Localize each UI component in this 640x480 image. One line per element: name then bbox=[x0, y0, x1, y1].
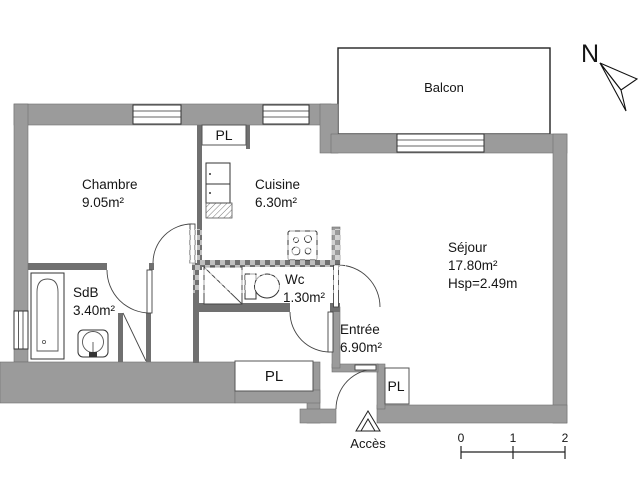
access-arrow-icon bbox=[355, 410, 381, 432]
shaft-sdb bbox=[122, 312, 147, 362]
wall-chambre-sdb-left bbox=[28, 263, 107, 270]
room-area-sdb: 3.40m² bbox=[73, 303, 116, 318]
room-labels: Chambre 9.05m² Cuisine 6.30m² SdB 3.40m²… bbox=[73, 80, 517, 394]
room-name-sejour: Séjour bbox=[448, 240, 488, 255]
wall-chambre-cuisine bbox=[197, 125, 202, 263]
scale-tick-1: 1 bbox=[510, 431, 517, 445]
windows bbox=[13, 104, 485, 350]
door-sdb bbox=[106, 269, 153, 314]
room-name-balcon: Balcon bbox=[424, 80, 464, 95]
door-front bbox=[335, 364, 377, 410]
room-hsp-sejour: Hsp=2.49m bbox=[448, 276, 517, 291]
wall-right bbox=[552, 133, 568, 424]
balcony-outline bbox=[337, 47, 551, 135]
washbasin-icon bbox=[77, 329, 109, 358]
access-label: Accès bbox=[350, 436, 386, 451]
north-dart-lower bbox=[599, 62, 627, 112]
closet-label-entree: PL bbox=[387, 378, 404, 394]
scale-tick-2: 2 bbox=[562, 431, 569, 445]
room-name-cuisine: Cuisine bbox=[255, 177, 300, 192]
closet-label-hall: PL bbox=[265, 368, 283, 385]
room-name-sdb: SdB bbox=[73, 285, 99, 300]
wall-under-pl bbox=[234, 389, 321, 404]
window-sdb-left bbox=[13, 310, 29, 350]
wall-sejour-bottom bbox=[376, 404, 568, 424]
wall-pl-cuisine-stub bbox=[246, 125, 250, 149]
room-name-entree: Entrée bbox=[340, 322, 380, 337]
door-wc bbox=[289, 311, 334, 353]
scale-bar: 0 1 2 bbox=[458, 431, 569, 459]
window-balcony-bay bbox=[396, 133, 485, 153]
north-label: N bbox=[581, 40, 599, 68]
watermark bbox=[183, 229, 346, 293]
shaft-sdb-left-wall bbox=[118, 313, 123, 362]
shaft-sdb-right-wall bbox=[146, 313, 151, 362]
wall-door-mullion bbox=[149, 263, 154, 270]
closets bbox=[201, 124, 410, 405]
kitchen-sink-icon bbox=[205, 162, 233, 219]
north-arrow: N bbox=[581, 40, 639, 112]
window-cuisine-top bbox=[262, 104, 310, 125]
room-area-wc: 1.30m² bbox=[283, 290, 326, 305]
room-area-cuisine: 6.30m² bbox=[255, 195, 298, 210]
worktop-hatch bbox=[205, 202, 233, 219]
closet-cuisine-box bbox=[201, 124, 247, 146]
wall-sdb-right bbox=[193, 263, 199, 363]
window-chambre-top bbox=[132, 104, 182, 125]
access-marker: Accès bbox=[350, 410, 386, 451]
wall-wc-bottom bbox=[197, 303, 290, 312]
scale-tick-0: 0 bbox=[458, 431, 465, 445]
room-name-wc: Wc bbox=[285, 272, 305, 287]
room-area-chambre: 9.05m² bbox=[82, 195, 125, 210]
bathtub-icon bbox=[30, 272, 65, 360]
wall-sdb-bottom bbox=[0, 361, 236, 404]
closet-entree-box bbox=[384, 367, 410, 405]
closet-label-cuisine: PL bbox=[215, 127, 232, 143]
room-area-sejour: 17.80m² bbox=[448, 258, 498, 273]
wall-entree-bottom bbox=[299, 408, 337, 424]
room-area-entree: 6.90m² bbox=[340, 340, 383, 355]
wall-wc-bottom-stub bbox=[330, 303, 340, 312]
room-name-chambre: Chambre bbox=[82, 177, 138, 192]
closet-hall-box bbox=[234, 360, 314, 392]
